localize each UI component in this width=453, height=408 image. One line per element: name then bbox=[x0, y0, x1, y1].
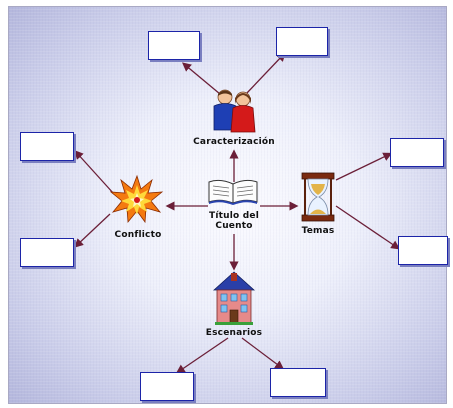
center-label-line2: Cuento bbox=[215, 221, 253, 231]
arrow-escenarios-left bbox=[175, 337, 229, 374]
blank-box-conflicto-top bbox=[20, 132, 74, 161]
node-label-temas: Temas bbox=[301, 226, 335, 236]
node-label-caracterizacion: Caracterización bbox=[193, 137, 275, 147]
arrow-conflicto-top bbox=[74, 150, 115, 195]
center-label-line1: Título del bbox=[209, 211, 259, 221]
blank-box-temas-bottom bbox=[398, 236, 448, 265]
blank-box-conflicto-bottom bbox=[20, 238, 74, 267]
diagram-canvas bbox=[8, 6, 447, 404]
arrow-conflicto-bottom bbox=[74, 213, 111, 248]
house-icon bbox=[212, 271, 256, 325]
blank-box-temas-top bbox=[390, 138, 444, 167]
node-label-escenarios: Escenarios bbox=[205, 328, 263, 338]
blank-box-caracterizacion-left bbox=[148, 31, 200, 60]
arrow-caracterizacion-left bbox=[182, 62, 221, 95]
open-book-icon bbox=[208, 179, 258, 205]
blank-box-caracterizacion-right bbox=[276, 27, 328, 56]
arrow-escenarios-right bbox=[241, 337, 285, 370]
arrow-caracterizacion-right bbox=[245, 52, 286, 95]
hourglass-icon bbox=[301, 172, 335, 222]
node-label-conflicto: Conflicto bbox=[114, 230, 162, 240]
arrow-temas-bottom bbox=[335, 205, 401, 250]
blank-box-escenarios-right bbox=[270, 368, 326, 397]
people-icon bbox=[213, 89, 256, 133]
arrow-temas-top bbox=[335, 152, 393, 181]
blank-box-escenarios-left bbox=[140, 372, 194, 401]
explosion-icon bbox=[110, 174, 164, 224]
